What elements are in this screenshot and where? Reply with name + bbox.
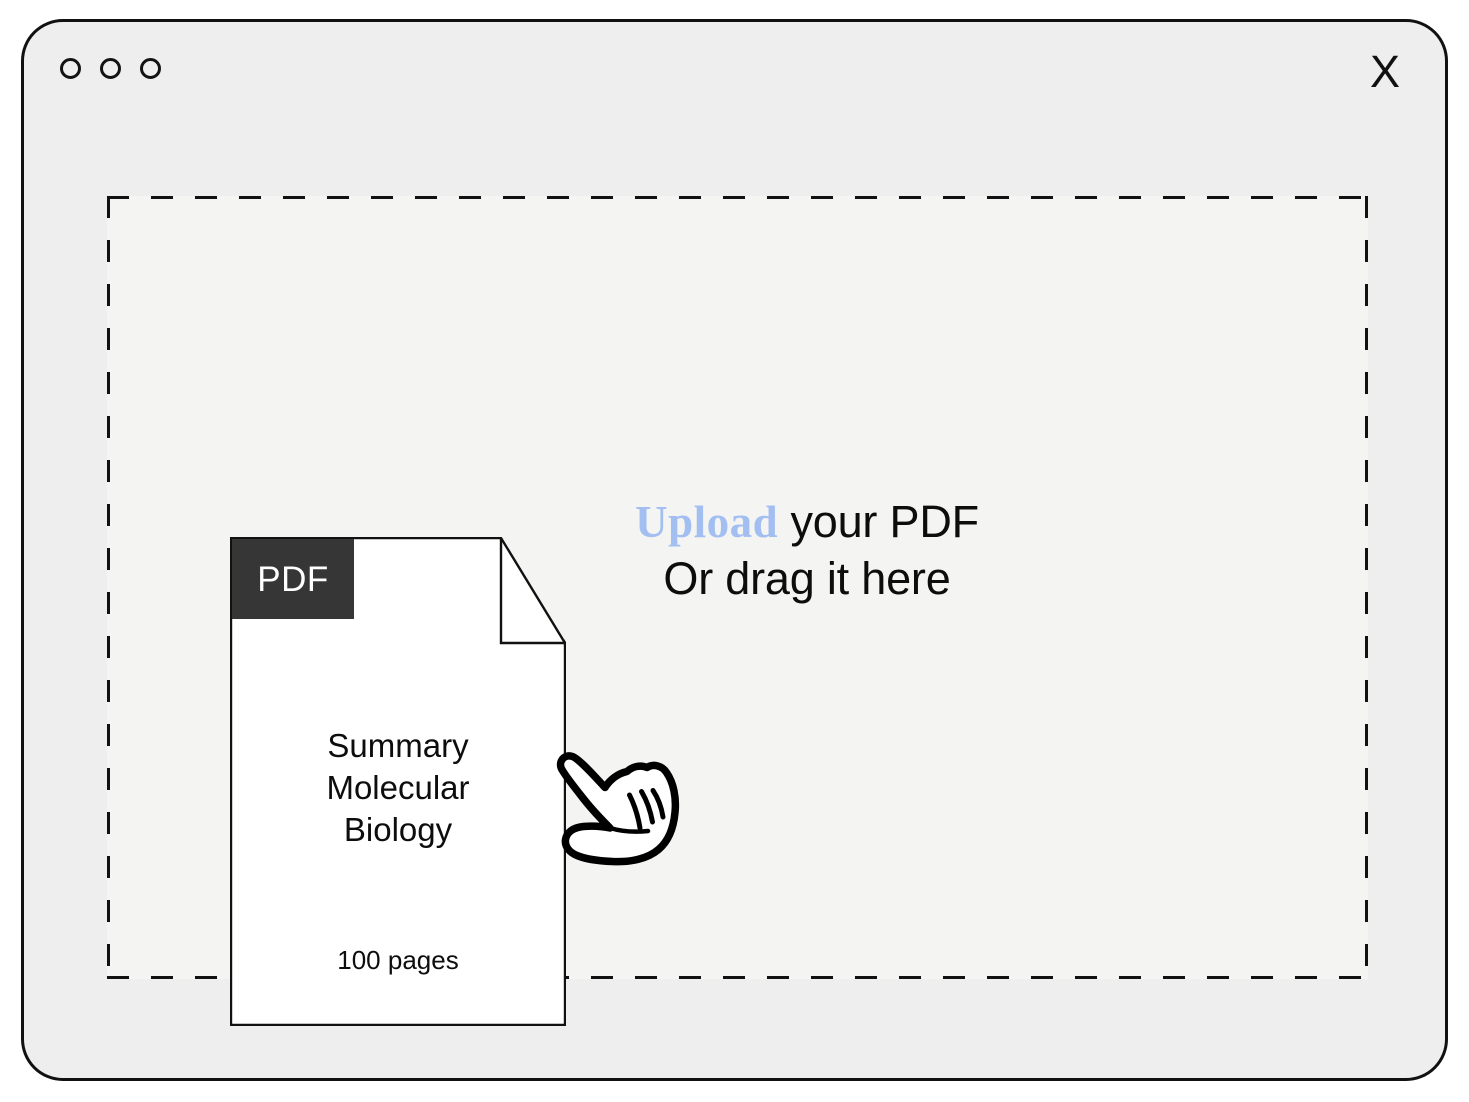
window-dot-3[interactable] (140, 58, 161, 79)
pdf-title: Summary Molecular Biology (230, 725, 566, 851)
upload-prompt-line-1-rest: your PDF (778, 496, 979, 547)
pdf-title-line-3: Biology (343, 810, 453, 848)
upload-prompt: Upload your PDF Or drag it here (527, 496, 1087, 605)
pointing-hand-icon (556, 752, 680, 866)
pdf-dropzone[interactable]: Upload your PDF Or drag it here (107, 196, 1368, 979)
upload-prompt-line-1: Upload your PDF (527, 496, 1087, 549)
window-controls-dots (60, 58, 161, 79)
pdf-file-card[interactable]: PDF Summary Molecular Biology 100 pages (230, 537, 566, 1026)
window-dot-1[interactable] (60, 58, 81, 79)
upload-highlight-word: Upload (635, 497, 779, 547)
pdf-title-line-2: Molecular (326, 768, 470, 806)
window-dot-2[interactable] (100, 58, 121, 79)
window-titlebar: X (24, 22, 1445, 118)
pdf-page-count: 100 pages (337, 945, 459, 975)
upload-dialog-window: X Upload your PDF Or drag it here PDF Su… (21, 19, 1448, 1081)
close-icon[interactable]: X (1369, 45, 1400, 97)
pdf-badge-label: PDF (257, 559, 329, 599)
pdf-title-line-1: Summary (327, 727, 469, 764)
upload-prompt-line-2: Or drag it here (663, 552, 951, 604)
pdf-format-badge: PDF (232, 539, 354, 619)
